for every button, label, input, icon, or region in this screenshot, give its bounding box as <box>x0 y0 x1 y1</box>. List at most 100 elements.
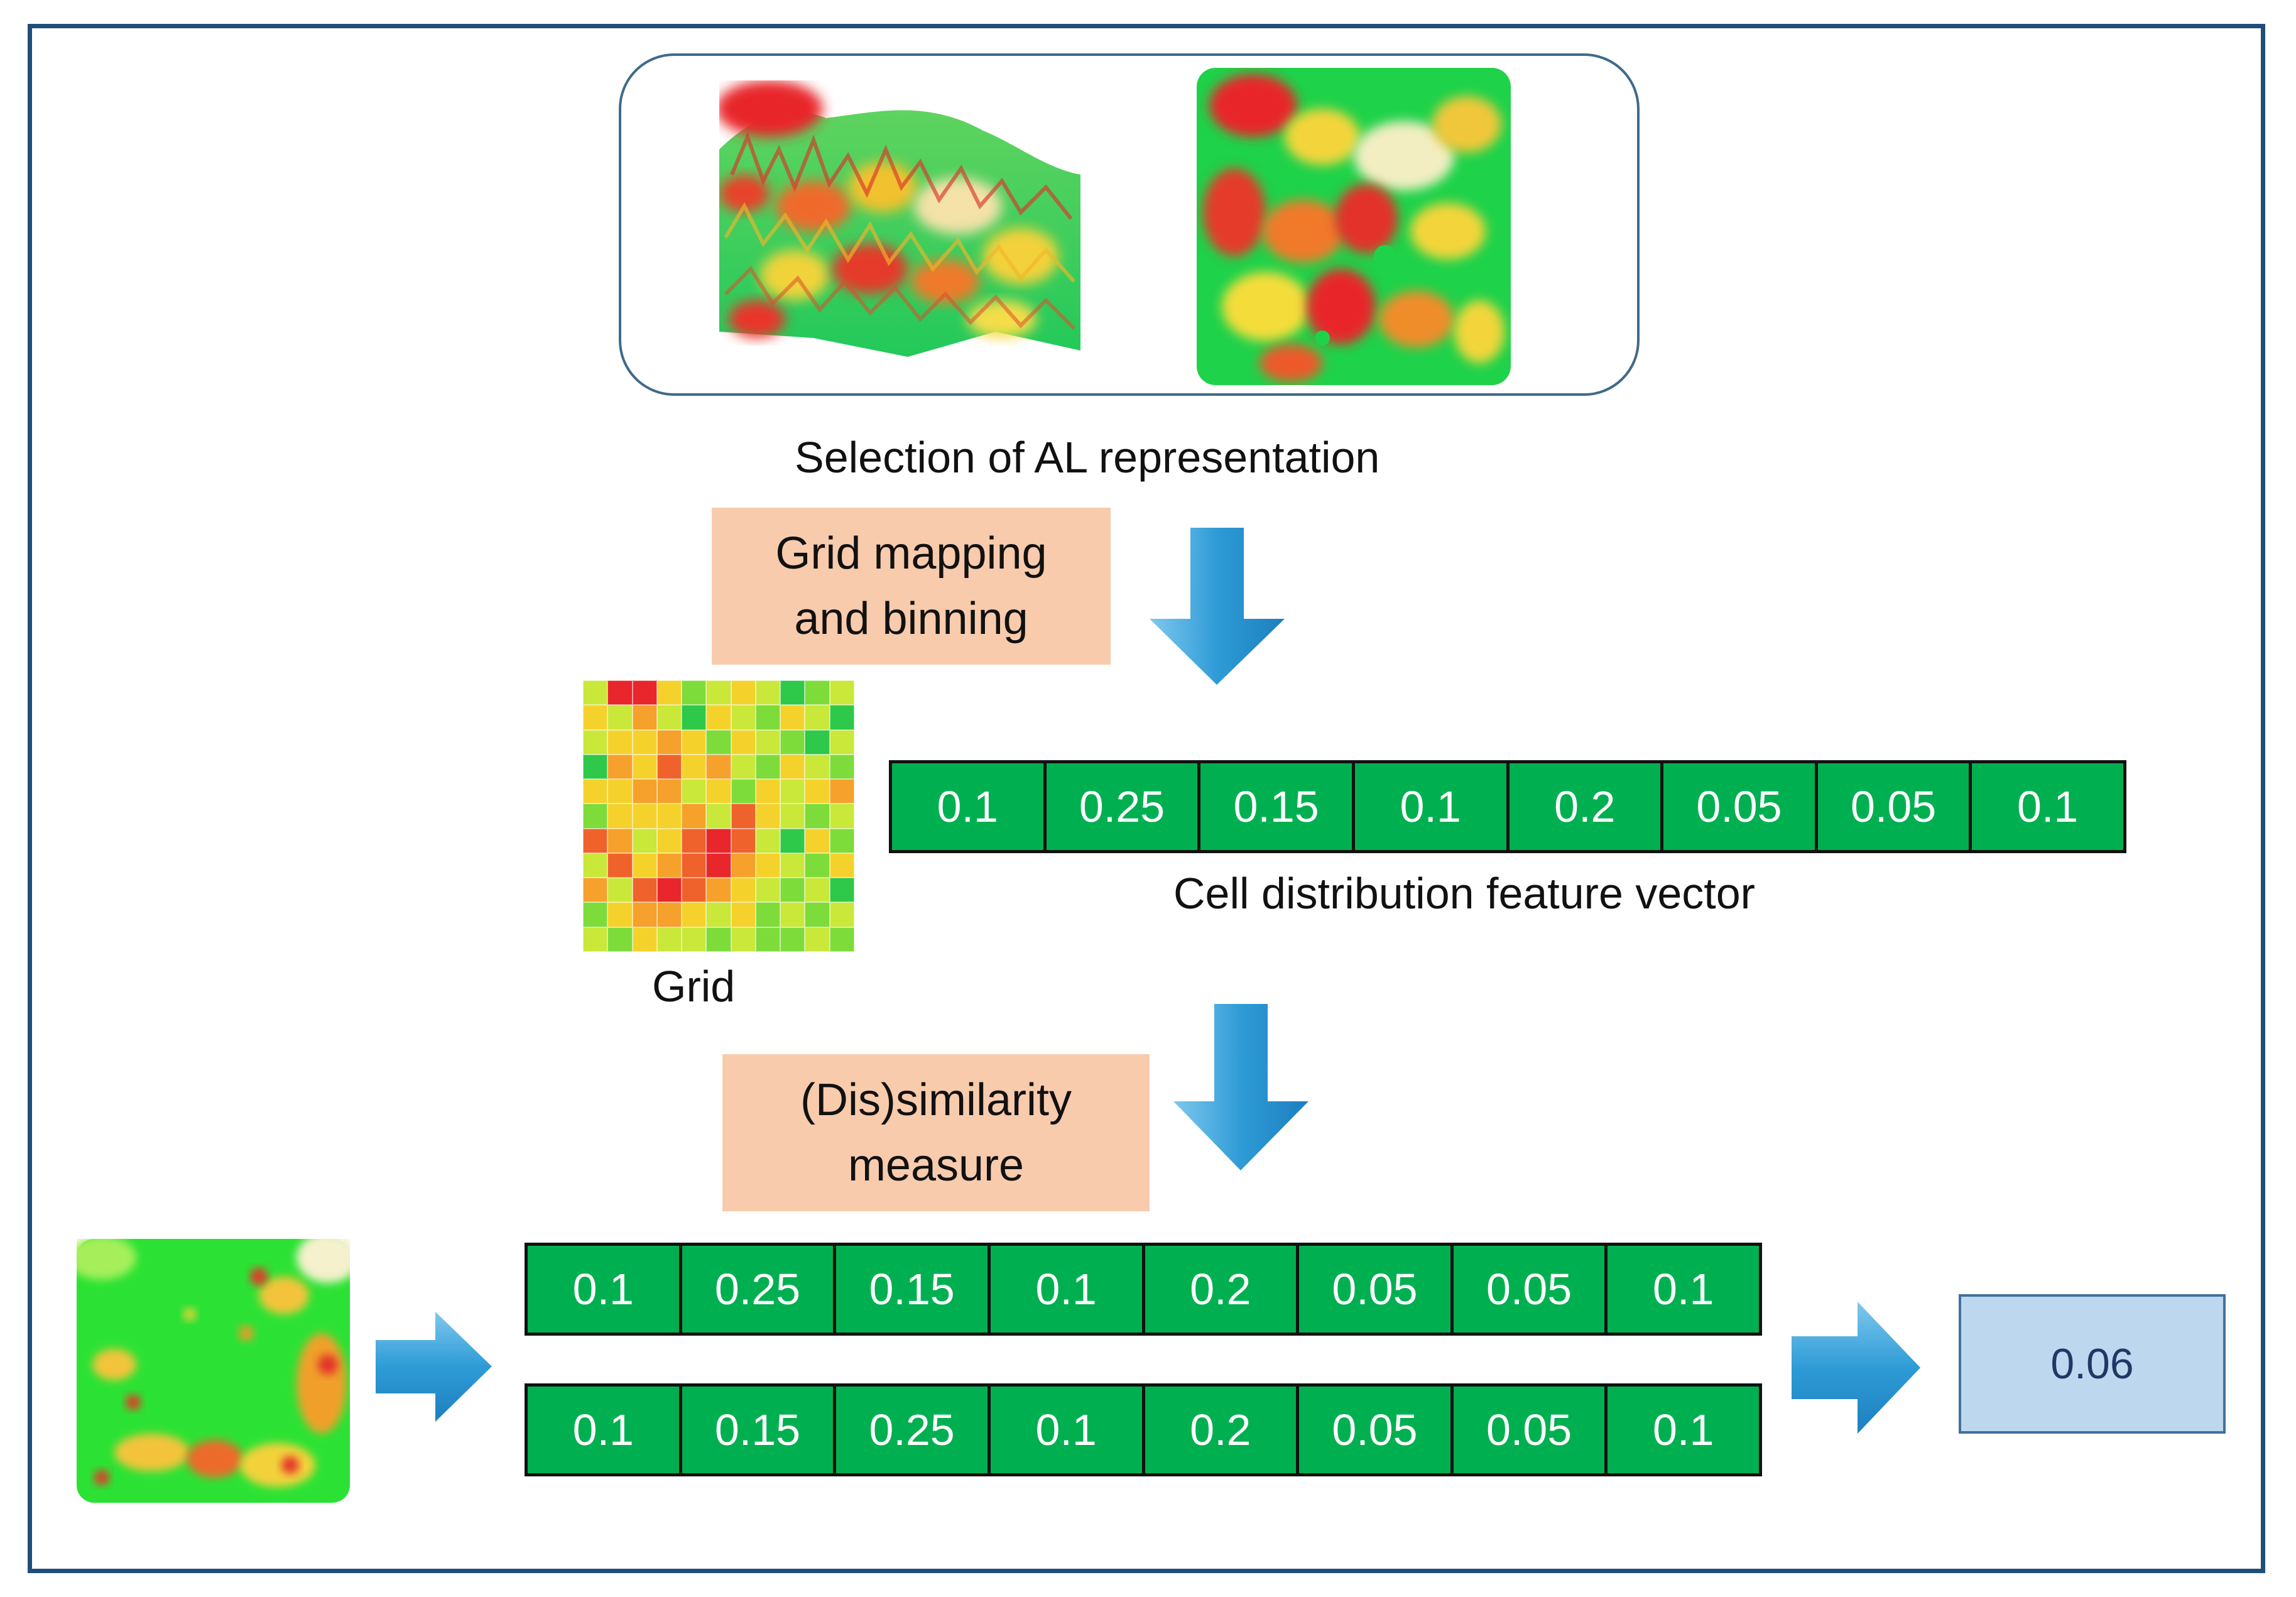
grid-cell <box>607 853 633 878</box>
dissimilarity-label-line1: (Dis)similarity <box>800 1075 1072 1125</box>
grid-cell <box>632 680 657 706</box>
grid-cell <box>583 828 608 853</box>
grid-cell <box>583 680 608 706</box>
grid-cell <box>780 804 805 829</box>
grid-cell <box>805 779 830 804</box>
vector-b-cell: 0.05 <box>1299 1387 1454 1473</box>
feature-vector-cell: 0.1 <box>892 763 1047 850</box>
grid-cell <box>731 902 756 927</box>
representation-caption: Selection of AL representation <box>795 433 1380 482</box>
vector-b-cell: 0.25 <box>836 1387 991 1473</box>
grid-cell <box>755 779 781 804</box>
grid-cell <box>656 680 682 706</box>
grid-cell <box>780 729 805 755</box>
vector-b-cell: 0.2 <box>1145 1387 1300 1473</box>
grid-cell <box>805 729 830 755</box>
grid-cell <box>731 878 756 903</box>
feature-vector-cell: 0.05 <box>1818 763 1972 850</box>
dissimilarity-label-line2: measure <box>847 1140 1025 1191</box>
grid-cell <box>780 828 805 853</box>
grid-cell <box>656 853 682 878</box>
grid-cell <box>607 779 633 804</box>
grid-cell <box>805 927 830 952</box>
grid-cell <box>632 804 657 829</box>
grid-cell <box>682 853 707 878</box>
feature-vector-cell: 0.05 <box>1663 763 1818 850</box>
grid-cell <box>682 754 707 780</box>
arrow-right-icon <box>1792 1302 1920 1434</box>
grid-cell <box>607 828 633 853</box>
feature-vector-caption: Cell distribution feature vector <box>1173 869 1755 918</box>
arrow-down-icon <box>1150 528 1285 685</box>
arrow-right-icon <box>376 1312 492 1422</box>
vector-a-cell: 0.05 <box>1299 1246 1454 1333</box>
grid-cell <box>706 804 731 829</box>
grid-cell <box>706 779 731 804</box>
grid-cell <box>682 902 707 927</box>
grid-cell <box>656 927 682 952</box>
grid-cell <box>780 680 805 706</box>
grid-cell <box>829 927 854 952</box>
grid-cell <box>780 902 805 927</box>
vector-b-cell: 0.05 <box>1454 1387 1608 1473</box>
grid-cell <box>607 927 633 952</box>
feature-vector-cell: 0.1 <box>1355 763 1510 850</box>
grid-cell <box>583 927 608 952</box>
grid-cell <box>632 902 657 927</box>
grid-cell <box>731 927 756 952</box>
grid-cell <box>829 902 854 927</box>
grid-cell <box>731 705 756 730</box>
grid-cell <box>805 853 830 878</box>
grid-cell <box>755 878 781 903</box>
grid-cell <box>682 705 707 730</box>
grid-cell <box>583 878 608 903</box>
grid-cell <box>805 754 830 780</box>
grid-cell <box>805 705 830 730</box>
grid-cell <box>656 828 682 853</box>
grid-cell <box>731 779 756 804</box>
grid-cell <box>755 927 781 952</box>
grid-cell <box>682 680 707 706</box>
grid-cell <box>706 902 731 927</box>
dissimilarity-step: (Dis)similarity measure <box>722 1054 1150 1211</box>
grid-cell <box>780 705 805 730</box>
grid-cell <box>607 804 633 829</box>
grid-cell <box>706 878 731 903</box>
grid-cell <box>829 804 854 829</box>
grid-cell <box>583 729 608 755</box>
grid-cell <box>829 853 854 878</box>
grid-cell <box>656 729 682 755</box>
grid-cell <box>682 927 707 952</box>
grid-cell <box>656 779 682 804</box>
feature-vector-cell: 0.2 <box>1510 763 1664 850</box>
grid-caption: Grid <box>652 962 736 1011</box>
vector-a-cell: 0.05 <box>1454 1246 1608 1333</box>
grid-cell <box>805 878 830 903</box>
grid-cell <box>682 729 707 755</box>
arrow-down-icon <box>1173 1004 1309 1170</box>
grid-cell <box>755 902 781 927</box>
feature-vector-cell: 0.25 <box>1047 763 1201 850</box>
grid-cell <box>583 902 608 927</box>
grid-cell <box>632 927 657 952</box>
grid-cell <box>731 729 756 755</box>
grid-cell <box>706 680 731 706</box>
grid-cell <box>755 828 781 853</box>
grid-cell <box>755 754 781 780</box>
grid-cell <box>656 705 682 730</box>
grid-cell <box>656 804 682 829</box>
grid-cell <box>805 680 830 706</box>
grid-cell <box>682 804 707 829</box>
grid-cell <box>583 804 608 829</box>
grid-cell <box>780 927 805 952</box>
feature-vector-cell: 0.1 <box>2017 782 2079 831</box>
vector-b-cell: 0.15 <box>682 1387 837 1473</box>
surface-2d-heatmap <box>1197 68 1511 385</box>
grid-cell <box>755 680 781 706</box>
grid-cell <box>706 754 731 780</box>
grid-cell <box>607 680 633 706</box>
grid-cell <box>583 705 608 730</box>
